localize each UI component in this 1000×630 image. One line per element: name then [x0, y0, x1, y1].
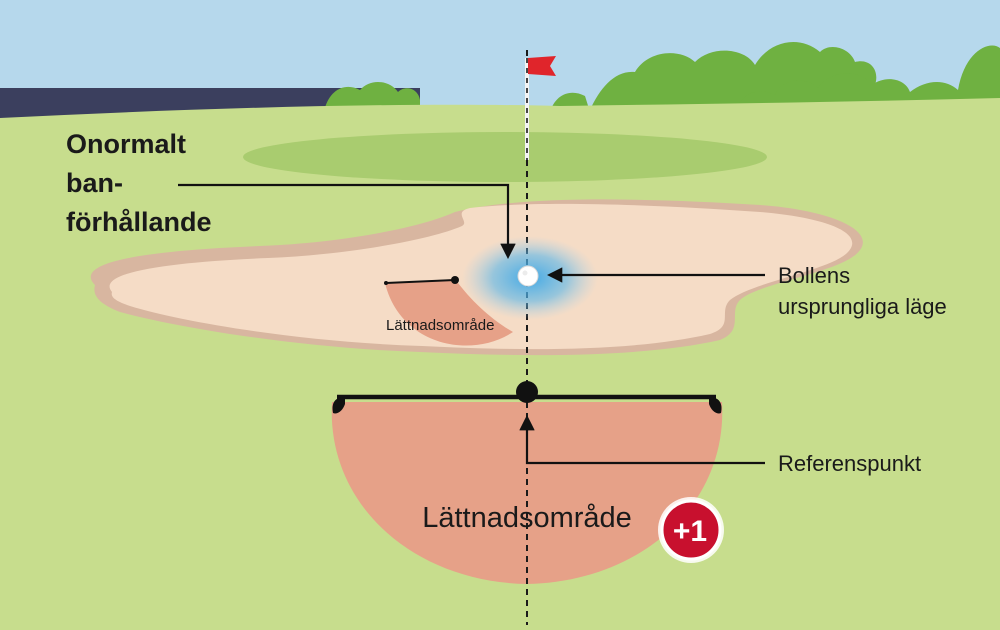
- ball-position-label: Bollens ursprungliga läge: [778, 263, 947, 319]
- ball-position-label-line-2: ursprungliga läge: [778, 294, 947, 319]
- abnormal-condition-label-line-1: Onormalt: [66, 129, 186, 159]
- reference-point-label: Referenspunkt: [778, 451, 921, 476]
- golf-ball: [517, 265, 539, 287]
- abnormal-condition-label: Onormalt ban- förhållande: [66, 129, 212, 237]
- abnormal-condition-pointer: [178, 183, 516, 260]
- relief-area-large-label: Lättnadsområde: [422, 502, 632, 534]
- abnormal-condition-label-line-3: förhållande: [66, 207, 212, 237]
- flag: [528, 56, 556, 76]
- penalty-badge-text: +1: [673, 515, 707, 548]
- ball-position-label-line-1: Bollens: [778, 263, 850, 288]
- relief-area-small: [385, 279, 513, 346]
- relief-area-small-ref-dot: [451, 276, 459, 284]
- reference-point-pointer: [519, 414, 765, 465]
- penalty-badge: +1: [658, 497, 724, 563]
- abnormal-condition-label-line-2: ban-: [66, 168, 123, 198]
- relief-area-small-end-dot: [384, 281, 388, 285]
- putting-green: [243, 132, 767, 182]
- relief-area-small-bracket: [385, 279, 456, 284]
- reference-point-dot: [516, 381, 538, 403]
- relief-area-small-label: Lättnadsområde: [386, 317, 494, 334]
